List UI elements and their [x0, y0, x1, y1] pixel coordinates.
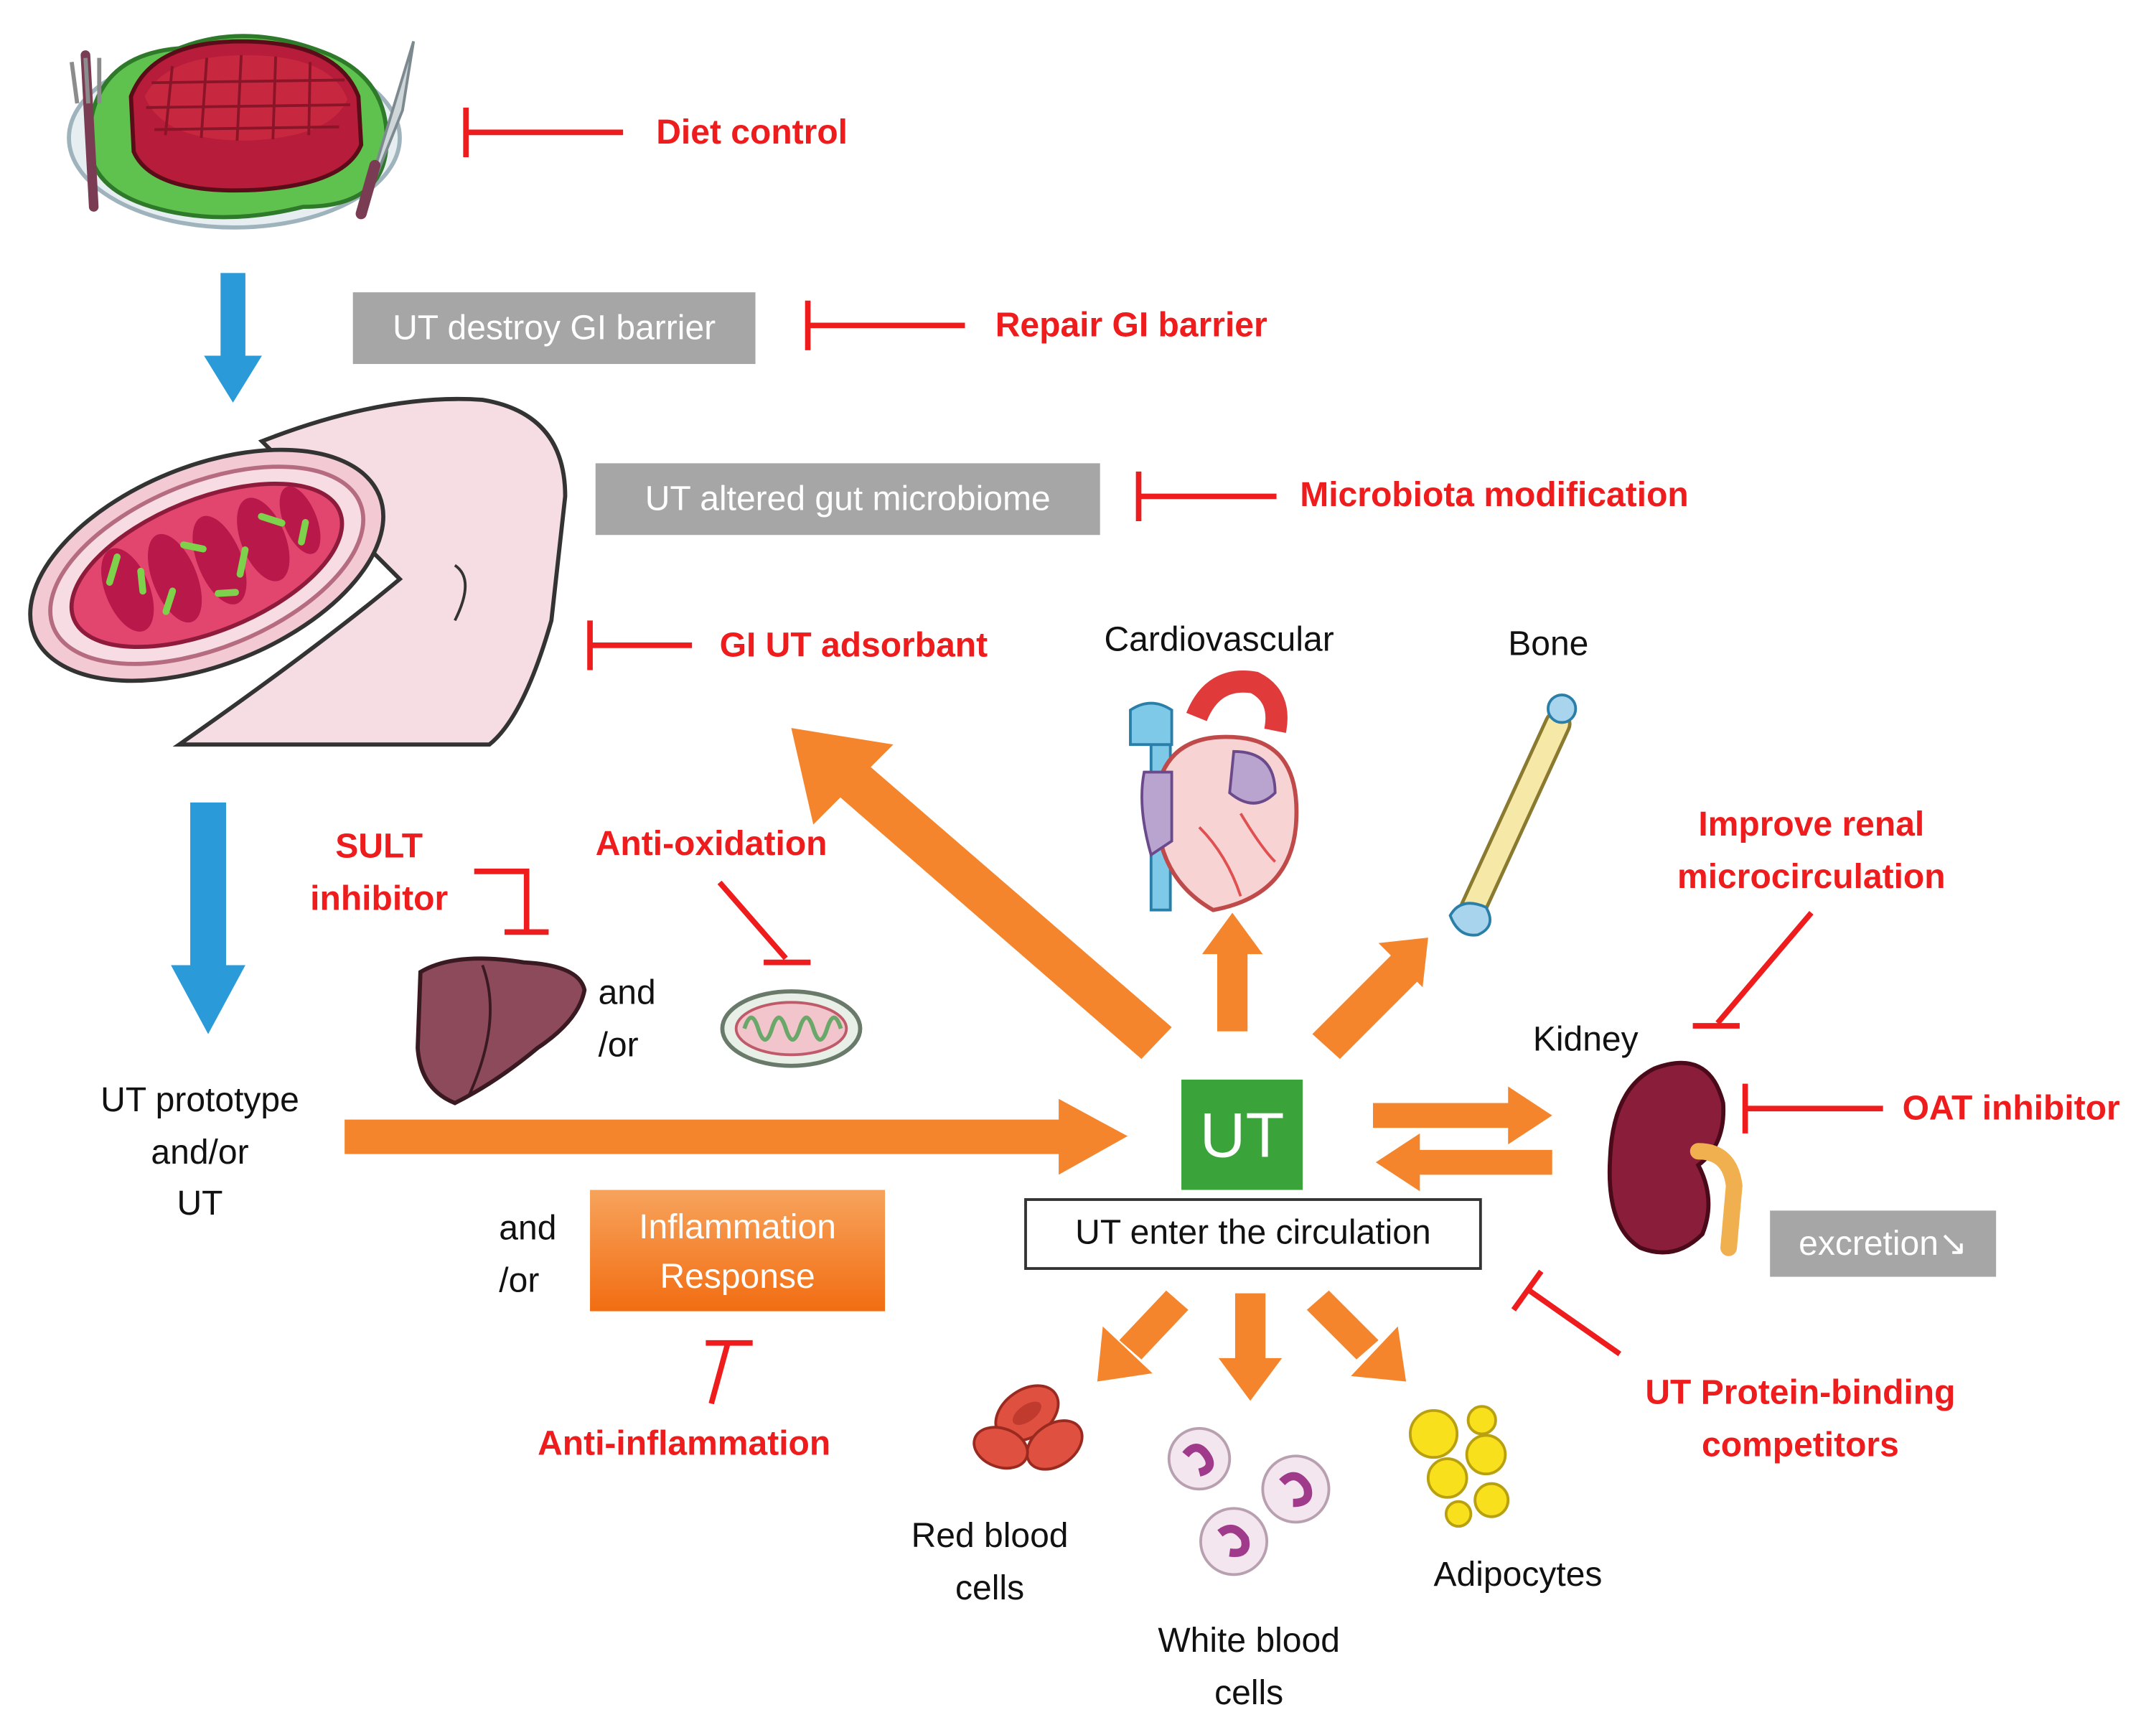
red-blood-cells-label: Red blood cells: [911, 1516, 1069, 1607]
heart-icon: [1129, 670, 1299, 912]
kidney-label: Kidney: [1532, 1020, 1639, 1060]
digestion-arrow-2: [171, 802, 245, 1034]
bone-label: Bone: [1508, 625, 1589, 663]
steak-plate-icon: [67, 34, 416, 230]
ut-center-label: UT: [1199, 1098, 1285, 1171]
inflammation-box: [590, 1189, 886, 1312]
white-blood-cells-label: White blood cells: [1158, 1621, 1340, 1712]
and-or-liver-label: and /or: [598, 973, 656, 1064]
arrow-to-ut-head: [1059, 1098, 1128, 1175]
red-blood-cells-icon: [972, 1384, 1084, 1471]
ut-protein-binding-label: UT Protein-binding competitors: [1645, 1373, 1956, 1464]
adipocytes-icon: [1408, 1405, 1510, 1528]
altered-microbiome-box: UT altered gut microbiome: [595, 463, 1100, 536]
ut-box: [1181, 1079, 1303, 1190]
inhibition-markers: [463, 107, 1883, 1405]
gi-ut-adsorbant-label: GI UT adsorbant: [719, 625, 988, 665]
intestine-icon: [28, 396, 568, 747]
microbiota-modification-label: Microbiota modification: [1300, 475, 1689, 515]
cardiovascular-label: Cardiovascular: [1104, 620, 1334, 660]
and-or-inflammation-label: and /or: [499, 1209, 557, 1300]
anti-inflammation-label: Anti-inflammation: [538, 1424, 831, 1463]
sult-inhibitor-label: SULT inhibitor: [310, 827, 449, 918]
arrow-ut-to-gut: [827, 755, 1172, 1060]
digestion-arrow-1: [204, 273, 262, 403]
mitochondria-icon: [720, 989, 863, 1068]
liver-icon: [416, 956, 587, 1106]
white-blood-cells-icon: [1167, 1426, 1331, 1576]
excretion-box: excretion↘: [1770, 1210, 1997, 1277]
oat-inhibitor-label: OAT inhibitor: [1902, 1089, 2120, 1128]
circulation-box: [1024, 1198, 1482, 1270]
adipocytes-label: Adipocytes: [1433, 1555, 1603, 1594]
bone-icon: [1448, 693, 1578, 937]
repair-gi-barrier-label: Repair GI barrier: [995, 306, 1267, 345]
destroy-gi-barrier-box: UT destroy GI barrier: [352, 292, 756, 365]
inflammation-response-label: Inflammation Response: [639, 1207, 837, 1296]
ut-prototype-label: UT prototype and/or UT: [100, 1080, 299, 1223]
arrow-to-ut: [345, 1119, 1061, 1154]
improve-renal-label: Improve renal microcirculation: [1677, 805, 1946, 896]
orange-arrows: [345, 728, 1552, 1401]
anti-oxidation-label: Anti-oxidation: [595, 824, 828, 864]
kidney-icon: [1607, 1060, 1743, 1256]
arrow-ut-to-gut-head: [791, 728, 894, 825]
diet-control-label: Diet control: [656, 113, 848, 152]
ut-enter-circulation-label: UT enter the circulation: [1075, 1213, 1431, 1252]
